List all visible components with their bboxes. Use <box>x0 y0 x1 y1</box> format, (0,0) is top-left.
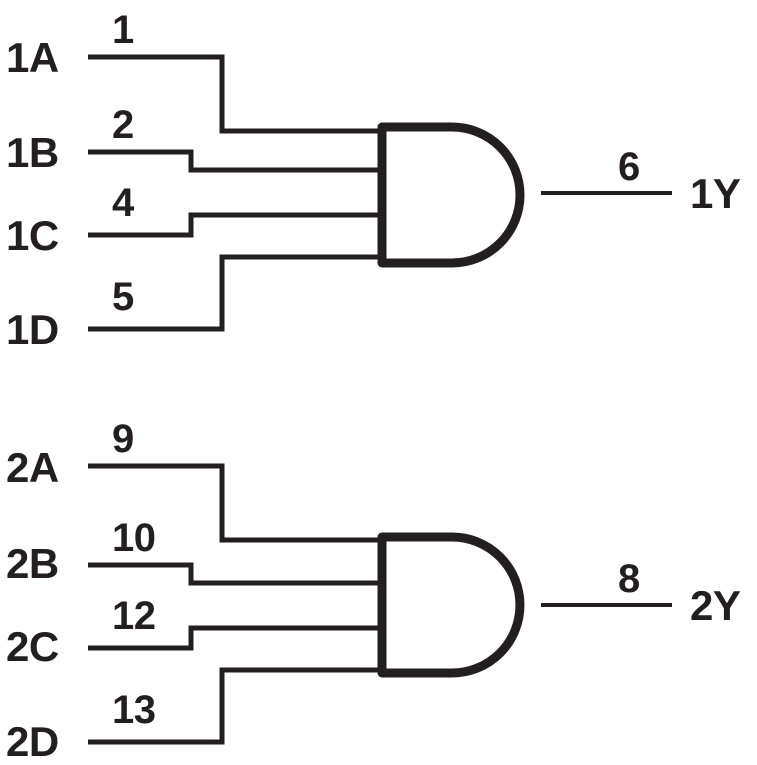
wire-input-1c <box>88 212 382 238</box>
port-label-1d: 1D <box>6 306 59 353</box>
pin-number-12: 12 <box>112 594 156 638</box>
wire-input-2a <box>88 463 382 543</box>
port-label-2a: 2A <box>6 444 59 491</box>
port-label-1a: 1A <box>6 34 59 81</box>
port-label-1b: 1B <box>6 129 59 176</box>
pin-number-4: 4 <box>112 181 135 225</box>
pin-number-13: 13 <box>112 688 156 732</box>
port-label-2b: 2B <box>6 540 59 587</box>
port-label-2c: 2C <box>6 623 59 670</box>
and-gate-symbol-2 <box>377 532 525 678</box>
pin-number-1: 1 <box>112 8 134 52</box>
and-gate-symbol-1 <box>377 122 525 268</box>
port-label-1y: 1Y <box>690 170 741 217</box>
port-label-2d: 2D <box>6 718 59 765</box>
wire-input-2c <box>88 625 382 651</box>
port-label-2y: 2Y <box>690 582 741 629</box>
gate-1-group: 1A 1B 1C 1D 1Y 1 2 4 5 6 <box>6 8 741 353</box>
pin-number-9: 9 <box>112 417 134 461</box>
port-label-1c: 1C <box>6 212 59 259</box>
pin-number-6: 6 <box>618 145 640 189</box>
pin-number-8: 8 <box>618 557 640 601</box>
gate-2-group: 2A 2B 2C 2D 2Y 9 10 12 13 8 <box>6 417 741 765</box>
wire-input-1b <box>88 149 382 173</box>
wire-input-1d <box>88 254 382 332</box>
wire-input-1a <box>88 54 382 134</box>
pin-number-10: 10 <box>112 516 156 560</box>
wire-input-2b <box>88 562 382 586</box>
pin-number-5: 5 <box>112 275 134 319</box>
wire-input-2d <box>88 667 382 745</box>
pin-number-2: 2 <box>112 103 134 147</box>
